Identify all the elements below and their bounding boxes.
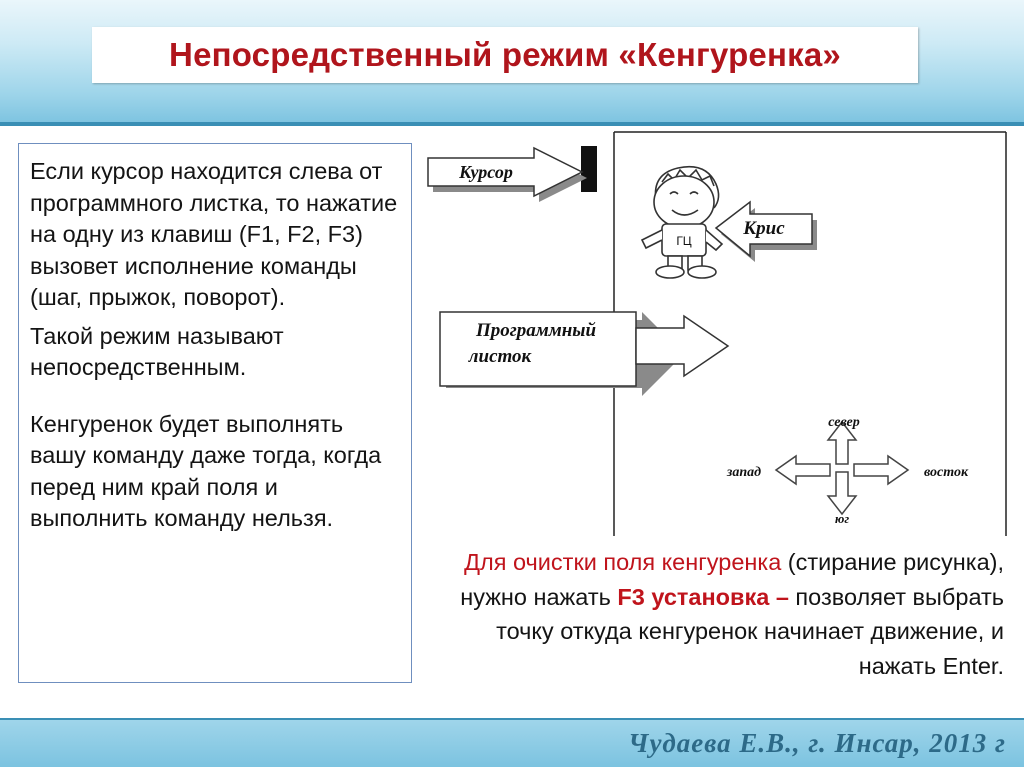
paragraph-cursor: Если курсор находится слева от программн… xyxy=(30,158,398,310)
program-sheet-label-line2: листок xyxy=(468,346,533,367)
kangaroo-field-diagram: Курсор ГЦ Крис Программный листок xyxy=(427,131,1007,536)
compass-rose: север юг запад восток xyxy=(726,415,969,526)
compass-east-label: восток xyxy=(924,465,969,480)
kris-character-icon: ГЦ xyxy=(640,165,724,279)
cursor-label: Курсор xyxy=(458,162,513,182)
note-text-1: (стирание рисунка), нужно нажать xyxy=(460,549,1004,610)
footer-divider xyxy=(0,718,1024,721)
compass-south-label: юг xyxy=(835,511,849,526)
title-box: Непосредственный режим «Кенгуренка» xyxy=(92,27,918,83)
program-sheet-callout: Программный листок xyxy=(439,311,730,396)
footer-band xyxy=(0,720,1024,767)
shirt-label: ГЦ xyxy=(676,234,691,248)
paragraph-mode: Такой режим называют непосредственным. xyxy=(30,322,284,381)
compass-west-label: запад xyxy=(726,465,761,480)
description-panel: Если курсор находится слева от программн… xyxy=(18,143,412,683)
note-highlight: Для очистки поля кенгуренка xyxy=(464,549,782,575)
compass-north-label: север xyxy=(828,415,860,430)
paragraph-edge: Кенгуренок будет выполнять вашу команду … xyxy=(30,410,382,532)
cursor-marker xyxy=(581,146,597,192)
cursor-callout: Курсор xyxy=(427,146,587,202)
kris-label: Крис xyxy=(742,218,785,239)
header-divider xyxy=(0,122,1024,126)
program-sheet-label-line1: Программный xyxy=(475,320,596,341)
note-text-2: позволяет выбрать точку откуда кенгурено… xyxy=(496,583,1004,679)
kris-callout: Крис xyxy=(714,200,817,262)
note-dash: – xyxy=(769,583,789,610)
slide-title: Непосредственный режим «Кенгуренка» xyxy=(169,36,841,73)
note-f3-key: F3 установка xyxy=(617,583,770,610)
footer-author: Чудаева Е.В., г. Инсар, 2013 г xyxy=(628,728,1006,758)
clear-field-note: Для очистки поля кенгуренка (стирание ри… xyxy=(420,545,1004,683)
